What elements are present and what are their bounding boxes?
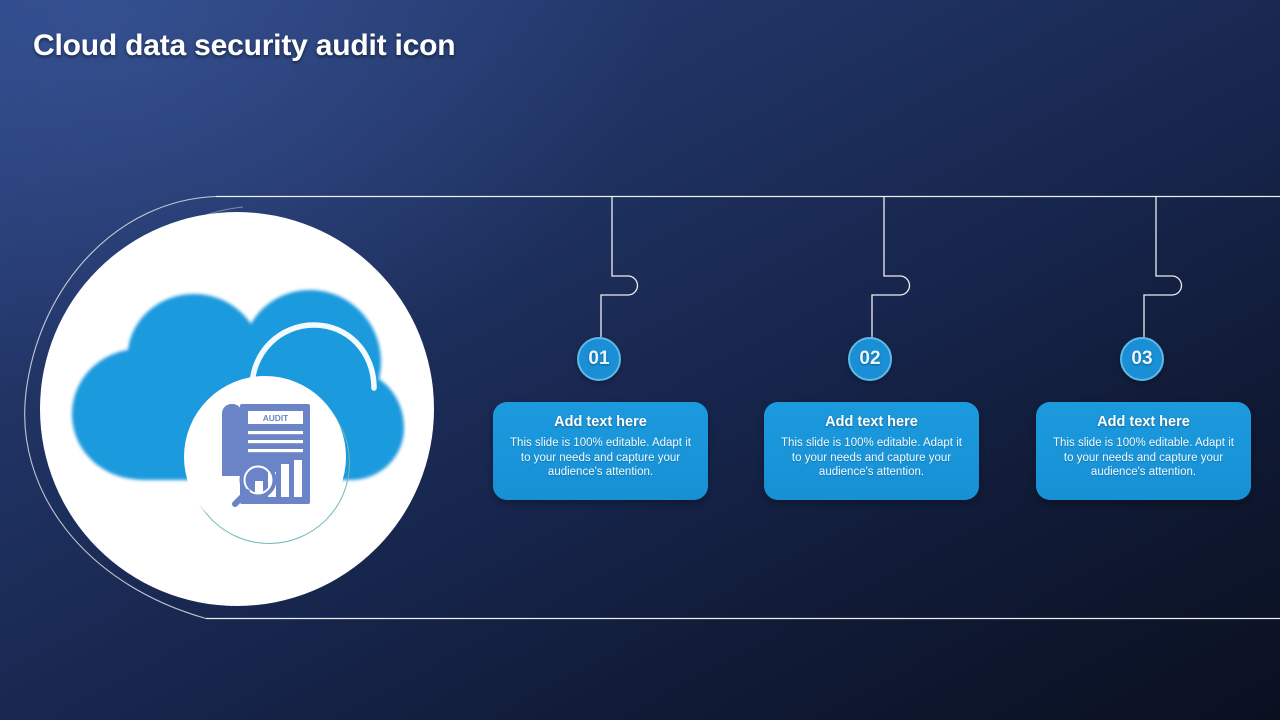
step-card-heading: Add text here — [825, 414, 918, 430]
page-title: Cloud data security audit icon — [33, 29, 456, 62]
step-badge-label: 03 — [1131, 348, 1153, 369]
chart-bar — [294, 460, 302, 497]
document-text-line — [248, 431, 303, 435]
step-card-02[interactable]: Add text here This slide is 100% editabl… — [764, 402, 979, 500]
step-badge-01[interactable]: 01 — [577, 337, 621, 381]
step-card-body: This slide is 100% editable. Adapt it to… — [510, 437, 691, 478]
step-card-heading: Add text here — [1097, 414, 1190, 430]
audit-document-icon: AUDIT — [222, 404, 310, 507]
connector-line-1 — [600, 196, 639, 338]
step-card-03[interactable]: Add text here This slide is 100% editabl… — [1036, 402, 1251, 500]
document-curl — [222, 404, 242, 476]
connector-line-3 — [1143, 196, 1183, 338]
document-title-text: AUDIT — [263, 413, 289, 423]
document-text-line — [248, 440, 303, 444]
chart-bar — [281, 464, 289, 497]
magnifier-lens-inner — [243, 465, 273, 495]
step-badge-02[interactable]: 02 — [848, 337, 892, 381]
cloud-highlight-arc — [249, 322, 377, 391]
cloud-audit-illustration: AUDIT — [28, 196, 448, 620]
step-card-01[interactable]: Add text here This slide is 100% editabl… — [493, 402, 708, 500]
step-card-body: This slide is 100% editable. Adapt it to… — [1053, 437, 1234, 478]
magnifier-handle — [232, 489, 250, 507]
step-badge-label: 02 — [859, 348, 881, 369]
chart-bar — [255, 481, 263, 497]
step-badge-03[interactable]: 03 — [1120, 337, 1164, 381]
step-card-body: This slide is 100% editable. Adapt it to… — [781, 437, 962, 478]
document-sheet — [240, 404, 310, 504]
document-text-line — [248, 449, 303, 453]
magnifier-lens — [239, 461, 277, 499]
document-title-box — [248, 411, 303, 424]
connector-line-2 — [871, 196, 911, 338]
step-card-heading: Add text here — [554, 414, 647, 430]
step-badge-label: 01 — [588, 348, 610, 369]
